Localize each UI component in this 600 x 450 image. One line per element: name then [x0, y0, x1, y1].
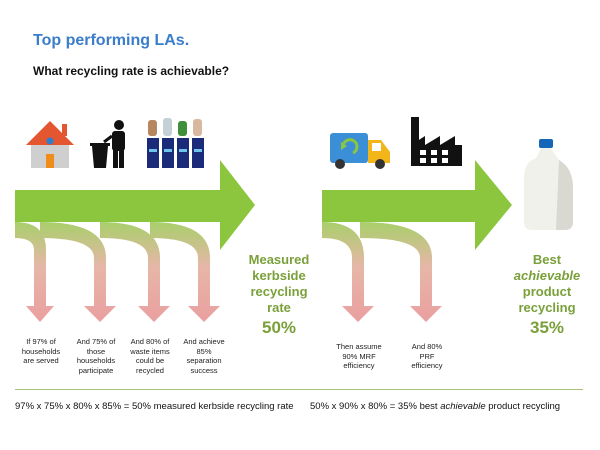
recycling-bins-icon: [147, 118, 204, 168]
formula-right-post: product recycling: [485, 401, 561, 412]
step-line: those: [86, 346, 106, 356]
step-line: And 80%: [411, 342, 443, 351]
result-line: kerbside: [252, 268, 306, 283]
result-line: rate: [267, 300, 291, 315]
step-line: could be: [135, 356, 165, 365]
step-line: efficiency: [411, 361, 443, 370]
step-line: separation: [186, 356, 222, 365]
best-rate-value: 35%: [529, 318, 565, 337]
step-line: efficiency: [343, 361, 375, 370]
step-label-5: Then assume 90% MRF efficiency: [330, 342, 388, 371]
step-line: success: [190, 365, 218, 375]
step-label-2: And 75% of those households participate: [67, 337, 125, 375]
factory-icon: [411, 117, 462, 166]
result-line: recycling: [518, 300, 576, 315]
step-line: waste items: [130, 346, 170, 356]
step-line: households: [21, 346, 61, 356]
measured-rate-value: 50%: [261, 318, 297, 337]
formula-right-em: achievable: [440, 401, 486, 412]
step-label-1: If 97% of households are served: [12, 337, 70, 366]
step-line: 85%: [196, 346, 212, 356]
formula-left: 97% x 75% x 80% x 85% = 50% measured ker…: [15, 401, 294, 412]
result-line: Measured: [248, 252, 310, 267]
step-line: PRF: [419, 351, 435, 361]
page-subtitle: What recycling rate is achievable?: [33, 64, 230, 78]
result-line: recycling: [250, 284, 308, 299]
drop-arrow-2: [40, 222, 116, 322]
page-title: Top performing LAs.: [33, 32, 190, 49]
drop-arrow-6: [360, 222, 442, 322]
person-bin-icon: [90, 120, 125, 168]
step-label-6: And 80% PRF efficiency: [398, 342, 456, 371]
drop-arrow-1: [15, 222, 54, 322]
best-rate-result: Best achievable product recycling 35%: [506, 252, 588, 336]
drop-arrow-5: [322, 222, 374, 322]
drop-arrow-3: [100, 222, 170, 322]
house-icon: [26, 121, 74, 168]
step-label-3: And 80% of waste items could be recycled: [121, 337, 179, 375]
step-line: And 80% of: [130, 337, 170, 346]
milk-bottle-icon: [524, 139, 573, 230]
step-line: And 75% of: [76, 337, 116, 346]
result-line: Best: [532, 252, 562, 267]
step-line: participate: [78, 365, 114, 375]
recycling-truck-icon: [330, 133, 390, 169]
formula-right-pre: 50% x 90% x 80% = 35% best: [310, 401, 441, 412]
measured-rate-result: Measured kerbside recycling rate 50%: [242, 252, 316, 336]
divider-line: [15, 389, 583, 390]
step-line: households: [76, 356, 116, 365]
step-line: recycled: [136, 365, 164, 375]
step-line: 90% MRF: [342, 351, 376, 361]
drop-arrow-4: [150, 222, 220, 322]
main-arrow-right: [322, 160, 512, 250]
result-line: achievable: [513, 268, 581, 283]
step-line: And achieve: [183, 337, 225, 346]
result-line: product: [522, 284, 572, 299]
step-line: are served: [23, 356, 59, 365]
step-line: If 97% of: [26, 337, 56, 346]
main-arrow-left: [15, 160, 255, 250]
formula-right: 50% x 90% x 80% = 35% best achievable pr…: [310, 401, 560, 412]
step-label-4: And achieve 85% separation success: [175, 337, 233, 375]
step-line: Then assume: [336, 342, 382, 351]
